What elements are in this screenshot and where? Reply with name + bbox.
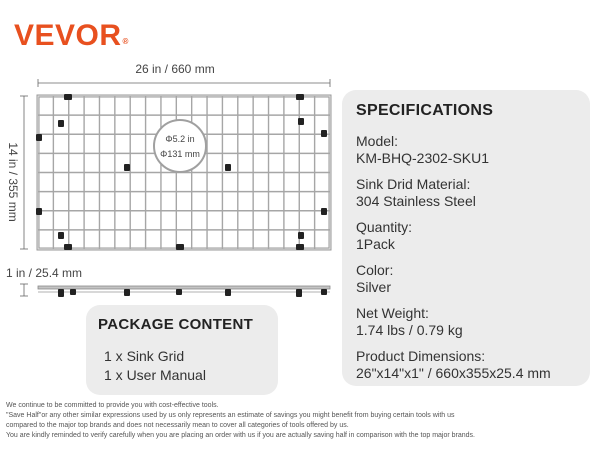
spec-quantity: Quantity: 1Pack: [356, 219, 592, 253]
registered-mark: ®: [122, 37, 129, 46]
package-content-panel: [86, 305, 278, 395]
disclaimer-line: You are kindly reminded to verify carefu…: [6, 432, 475, 439]
spec-value: KM-BHQ-2302-SKU1: [356, 150, 490, 166]
rubber-feet-side: [58, 289, 327, 297]
hole-mm-label: Φ131 mm: [160, 149, 200, 159]
spec-label: Quantity:: [356, 219, 413, 235]
spec-value: 1Pack: [356, 236, 395, 252]
sink-grid-illustration: Φ5.2 in Φ131 mm: [20, 79, 332, 297]
spec-label: Model:: [356, 133, 399, 149]
spec-label: Product Dimensions:: [356, 348, 486, 364]
spec-value: 304 Stainless Steel: [356, 193, 476, 209]
disclaimer-text: We continue to be committed to provide y…: [6, 401, 598, 441]
thickness-dimension-line: [20, 283, 28, 297]
specifications-title: SPECIFICATIONS: [356, 102, 494, 119]
hole-inch-label: Φ5.2 in: [165, 134, 194, 144]
drain-hole-cutout: [153, 119, 207, 173]
spec-material: Sink Drid Material: 304 Stainless Steel: [356, 176, 592, 210]
height-dimension-line: [20, 95, 28, 250]
width-dimension-line: [37, 79, 331, 87]
package-item: 1 x User Manual: [104, 367, 206, 383]
spec-product-dimensions: Product Dimensions: 26"x14"x1" / 660x355…: [356, 348, 592, 382]
width-dimension-label: 26 in / 660 mm: [135, 62, 215, 76]
vevor-logo: VEVOR®: [14, 14, 128, 58]
spec-value: 1.74 lbs / 0.79 kg: [356, 322, 463, 338]
spec-label: Color:: [356, 262, 394, 278]
disclaimer-line: compared to the major top brands and doe…: [6, 422, 349, 429]
disclaimer-line: "Save Half"or any other similar expressi…: [6, 412, 455, 419]
thickness-dimension-label: 1 in / 25.4 mm: [6, 266, 83, 280]
rubber-feet-top: [36, 94, 327, 250]
specifications-panel: [342, 90, 590, 386]
spec-label: Net Weight:: [356, 305, 429, 321]
disclaimer-line: We continue to be committed to provide y…: [6, 402, 219, 409]
spec-net-weight: Net Weight: 1.74 lbs / 0.79 kg: [356, 305, 592, 339]
spec-value: 26"x14"x1" / 660x355x25.4 mm: [356, 365, 551, 381]
package-item: 1 x Sink Grid: [104, 348, 185, 364]
package-content-title: PACKAGE CONTENT: [98, 316, 254, 333]
spec-model: Model: KM-BHQ-2302-SKU1: [356, 133, 592, 167]
logo-text: VEVOR: [14, 19, 122, 52]
spec-value: Silver: [356, 279, 392, 295]
spec-label: Sink Drid Material:: [356, 176, 471, 192]
grid-side-view: [37, 285, 331, 293]
spec-color: Color: Silver: [356, 262, 592, 296]
